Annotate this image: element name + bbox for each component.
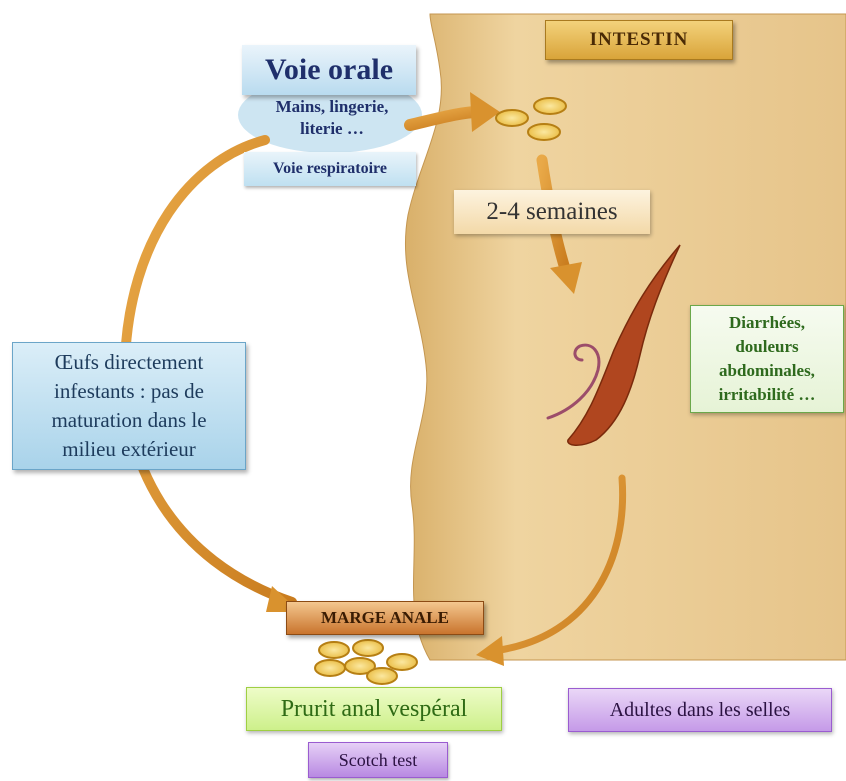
intestin-label: INTESTIN	[545, 20, 733, 60]
symptoms-line-2: douleurs	[735, 335, 798, 359]
symptoms-line-4: irritabilité …	[719, 383, 816, 407]
eggs-info-line-4: milieu extérieur	[62, 435, 196, 464]
perianal-eggs	[315, 640, 417, 684]
oral-vectors-line-1: Mains, lingerie,	[276, 96, 389, 118]
prurit-label: Prurit anal vespéral	[246, 687, 502, 731]
oral-vectors-label: Mains, lingerie, literie …	[246, 96, 418, 140]
scotch-test-label: Scotch test	[308, 742, 448, 778]
duration-label: 2-4 semaines	[454, 190, 650, 234]
eggs-info-line-3: maturation dans le	[51, 406, 206, 435]
symptoms-box: Diarrhées, douleurs abdominales, irritab…	[690, 305, 844, 413]
eggs-info-line-2: infestants : pas de	[54, 377, 204, 406]
oral-vectors-line-2: literie …	[300, 118, 364, 140]
marge-anale-label: MARGE ANALE	[286, 601, 484, 635]
voie-respiratoire-label: Voie respiratoire	[244, 152, 416, 186]
symptoms-line-3: abdominales,	[719, 359, 815, 383]
adults-in-stool-label: Adultes dans les selles	[568, 688, 832, 732]
voie-orale-label: Voie orale	[242, 45, 416, 95]
eggs-info-box: Œufs directement infestants : pas de mat…	[12, 342, 246, 470]
eggs-info-line-1: Œufs directement	[55, 348, 204, 377]
symptoms-line-1: Diarrhées,	[729, 311, 805, 335]
